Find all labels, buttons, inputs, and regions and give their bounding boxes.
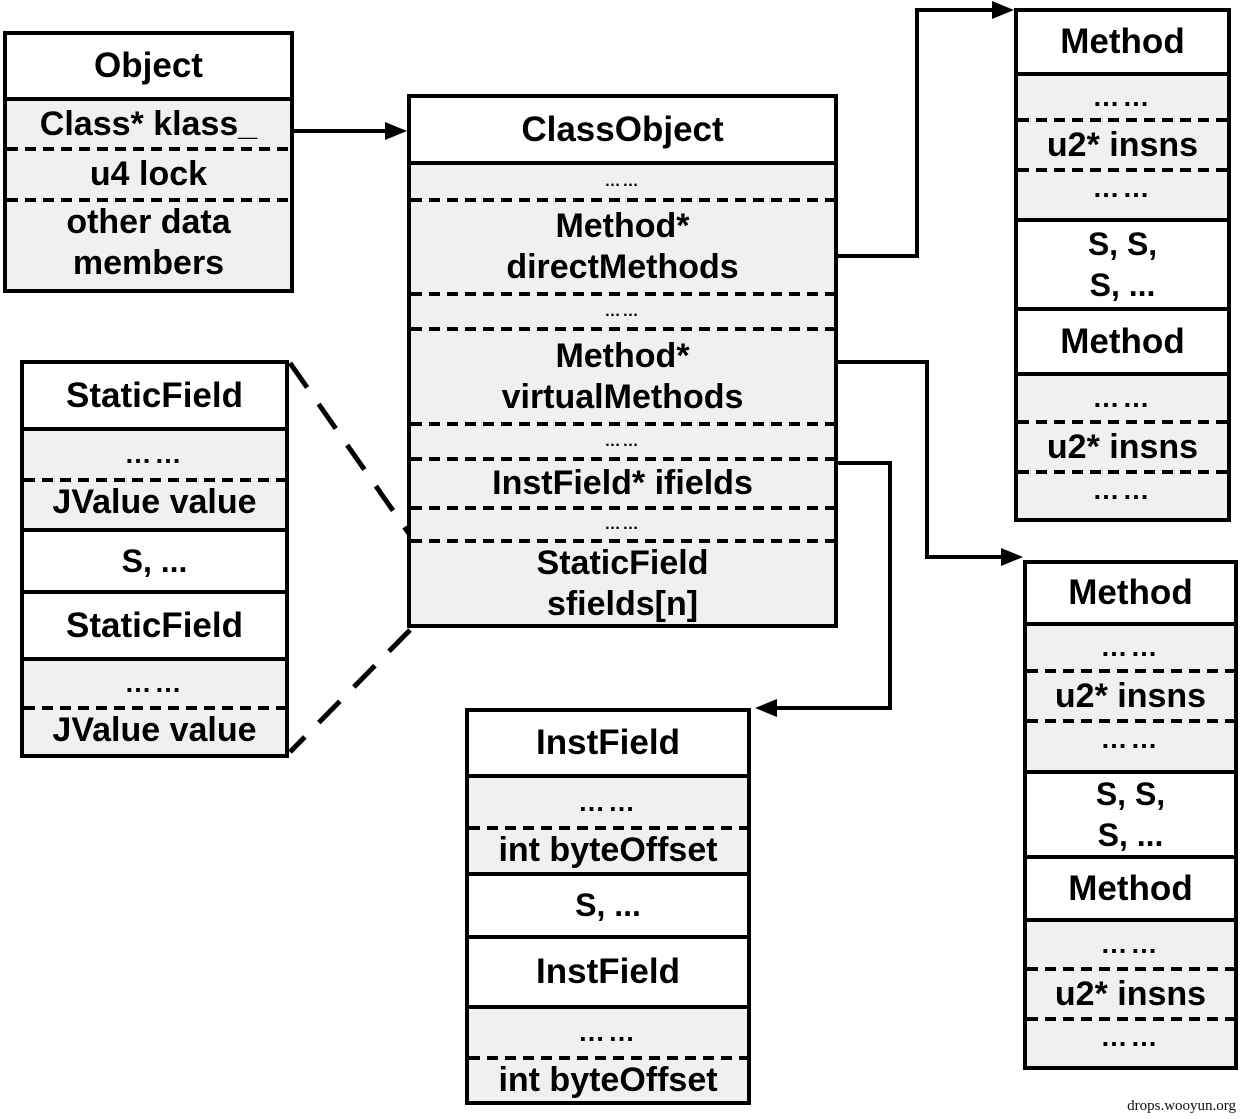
dashed-divider (1027, 719, 1234, 723)
staticfield-struct-box: StaticField …… JValue value S, ... Stati… (20, 360, 289, 758)
dashed-link-sfields-top (287, 361, 413, 537)
line-ifields-to-instfield (774, 461, 892, 710)
dashed-divider (1027, 669, 1234, 673)
instfield-title: InstField (469, 939, 747, 1009)
object-struct-box: Object Class* klass_ u4 lock other data … (3, 31, 294, 293)
line-virtualmethods-to-method (838, 360, 1004, 559)
instfield-dots: …… (578, 1017, 638, 1048)
method-array-cell: S, S, S, ... (1018, 222, 1227, 311)
staticfield-title: StaticField (24, 594, 285, 661)
method-dots: …… (1092, 475, 1153, 505)
dashed-divider (7, 147, 290, 151)
classobject-title: ClassObject (411, 98, 834, 165)
dashed-divider (1018, 470, 1227, 474)
staticfield-dots: …… (124, 439, 185, 470)
classobject-struct-box: ClassObject …… Method* directMethods …… … (407, 94, 838, 628)
staticfield-array-cell: S, ... (24, 532, 285, 594)
dashed-divider (411, 422, 834, 426)
dashed-divider (1018, 118, 1227, 122)
method-dots: …… (1100, 632, 1161, 663)
arrowhead-virtualmethods-icon (1001, 548, 1023, 566)
object-row-other: other data members (66, 203, 231, 282)
classobject-row-ifields: InstField* ifields (492, 464, 753, 503)
dashed-divider (1018, 168, 1227, 172)
dashed-divider (1027, 1017, 1234, 1021)
staticfield-dots: …… (124, 668, 185, 699)
arrowhead-directmethods-icon (992, 1, 1014, 19)
object-title: Object (7, 35, 290, 101)
dashed-divider (411, 327, 834, 331)
arrowhead-ifields-icon (755, 699, 777, 717)
dashed-divider (469, 1056, 747, 1060)
method-dots: …… (1100, 724, 1161, 754)
dashed-divider (411, 506, 834, 510)
instfield-dots: …… (578, 786, 638, 817)
staticfield-row-value: JValue value (52, 483, 257, 521)
object-row-lock: u4 lock (89, 155, 208, 194)
method-dots: …… (1092, 81, 1153, 112)
classobject-row-sfields: StaticField sfields[n] (536, 544, 709, 623)
dashed-divider (411, 292, 834, 296)
method-row-insns: u2* insns (1046, 427, 1199, 466)
dashed-divider (24, 478, 285, 482)
classobject-row-virtualmethods: Method* virtualMethods (501, 336, 744, 416)
arrowhead-klass-icon (385, 122, 407, 140)
instfield-row-byteoffset: int byteOffset (498, 1061, 718, 1099)
staticfield-title: StaticField (24, 364, 285, 431)
dashed-divider (411, 539, 834, 543)
dashed-link-sfields-bottom (288, 628, 412, 754)
method-dots: …… (1100, 1022, 1161, 1052)
method-title: Method (1018, 311, 1227, 376)
method-array-cell: S, S, S, ... (1027, 774, 1234, 859)
dashed-divider (411, 457, 834, 461)
object-row-klass: Class* klass_ (39, 104, 258, 143)
method-row-insns: u2* insns (1054, 676, 1207, 715)
classobject-dots: …… (604, 515, 641, 533)
method-title: Method (1018, 12, 1227, 76)
instfield-struct-box: InstField …… int byteOffset S, ... InstF… (465, 708, 751, 1105)
instfield-row-byteoffset: int byteOffset (498, 831, 718, 869)
classobject-dots: …… (604, 172, 641, 190)
method-struct-box-bottom: Method …… u2* insns …… S, S, S, ... Meth… (1023, 560, 1238, 1070)
dashed-divider (1027, 967, 1234, 971)
method-row-insns: u2* insns (1046, 125, 1199, 164)
staticfield-row-value: JValue value (52, 711, 257, 749)
dashed-divider (7, 198, 290, 202)
method-struct-box-top: Method …… u2* insns …… S, S, S, ... Meth… (1014, 8, 1231, 522)
method-row-insns: u2* insns (1054, 974, 1207, 1013)
instfield-title: InstField (469, 712, 747, 778)
dashed-divider (1018, 420, 1227, 424)
classobject-row-directmethods: Method* directMethods (506, 207, 739, 286)
instfield-array-cell: S, ... (469, 876, 747, 939)
method-title: Method (1027, 564, 1234, 626)
method-dots: …… (1092, 382, 1153, 413)
dashed-divider (469, 826, 747, 830)
dashed-divider (24, 706, 285, 710)
classobject-dots: …… (604, 302, 641, 320)
watermark-text: drops.wooyun.org (1127, 1098, 1236, 1114)
method-title: Method (1027, 859, 1234, 922)
dashed-divider (411, 198, 834, 202)
classobject-dots: …… (604, 432, 641, 450)
method-dots: …… (1100, 929, 1161, 960)
line-directmethods-to-method (838, 8, 995, 258)
method-dots: …… (1092, 173, 1153, 203)
